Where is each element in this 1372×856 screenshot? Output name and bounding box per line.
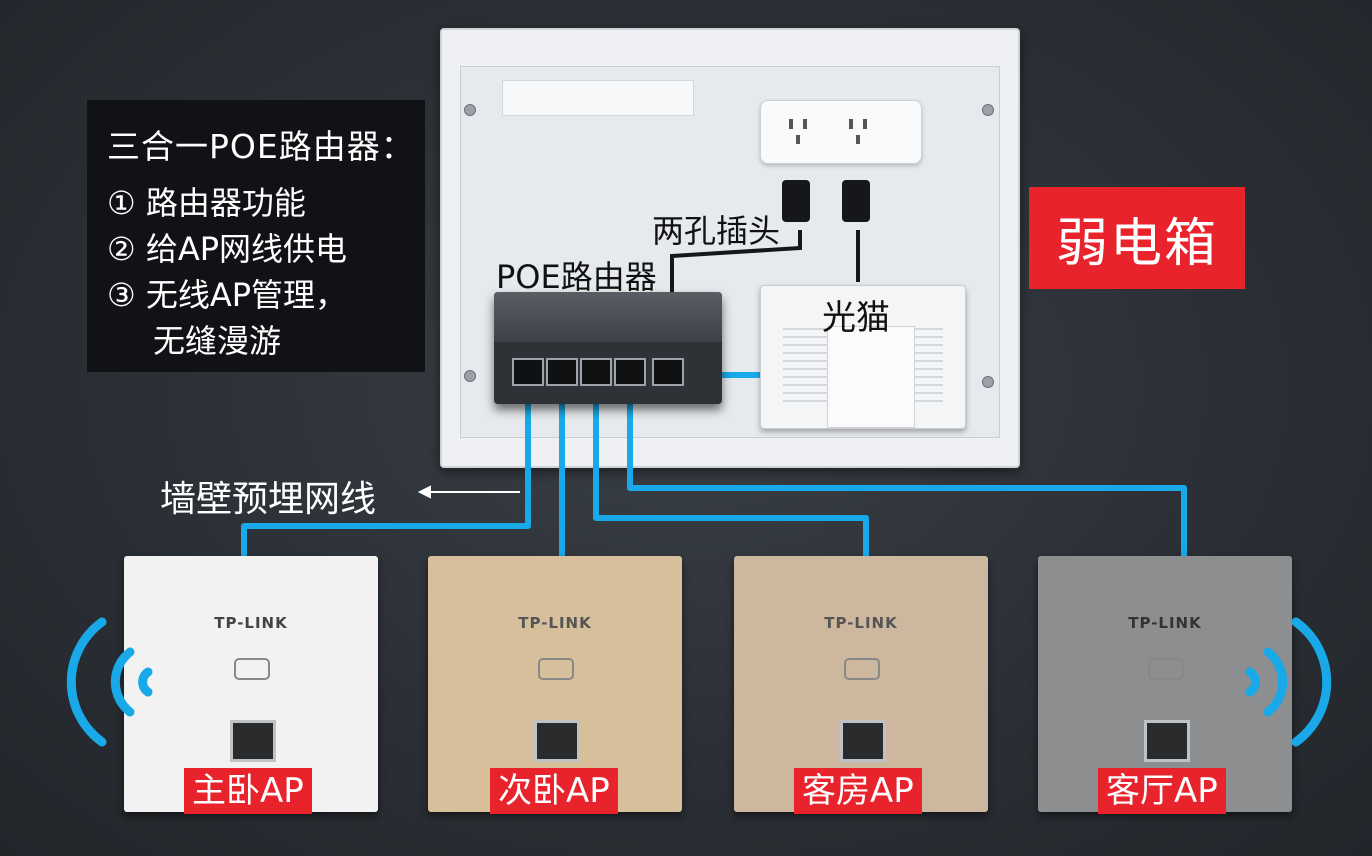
router-top — [494, 292, 722, 342]
wall-cable-label: 墙壁预埋网线 — [160, 479, 377, 520]
lan-port — [580, 358, 612, 386]
screw-icon — [464, 370, 476, 382]
cable-guest-room — [593, 376, 869, 558]
led-icon — [234, 658, 270, 680]
ap-label: 次卧AP — [490, 768, 618, 814]
plug-label: 两孔插头 — [652, 212, 781, 250]
feature-item-2: ② 给AP网线供电 — [107, 230, 348, 268]
ap-label: 主卧AP — [184, 768, 312, 814]
weak-box-label: 弱电箱 — [1029, 187, 1245, 289]
ethernet-port-icon — [840, 720, 886, 762]
ap-guest-room: TP-LINK 客房AP — [734, 556, 988, 814]
feature-item-1: ① 路由器功能 — [107, 184, 306, 222]
socket-icon — [849, 119, 867, 144]
feature-item-3-cont: 无缝漫游 — [153, 322, 282, 360]
leader-arrow-icon — [417, 485, 520, 499]
ap-living-room: TP-LINK 客厅AP — [1038, 556, 1292, 814]
plug-icon — [782, 180, 810, 222]
screw-icon — [464, 104, 476, 116]
ap-label: 客房AP — [794, 768, 922, 814]
wan-port — [652, 358, 684, 386]
feature-panel: 三合一POE路由器： ① 路由器功能 ② 给AP网线供电 ③ 无线AP管理， 无… — [87, 100, 425, 372]
brand-logo: TP-LINK — [518, 614, 592, 632]
modem-plate — [827, 326, 915, 428]
power-cords — [670, 230, 860, 294]
lan-port — [614, 358, 646, 386]
plug-icon — [842, 180, 870, 222]
poe-router — [494, 292, 722, 404]
brand-logo: TP-LINK — [824, 614, 898, 632]
screw-icon — [982, 376, 994, 388]
screw-icon — [982, 104, 994, 116]
ethernet-port-icon — [534, 720, 580, 762]
optical-modem — [760, 285, 966, 429]
router-label: POE路由器 — [496, 258, 657, 296]
brand-logo: TP-LINK — [214, 614, 288, 632]
led-icon — [538, 658, 574, 680]
led-icon — [844, 658, 880, 680]
ap-second-bedroom: TP-LINK 次卧AP — [428, 556, 682, 814]
socket-icon — [789, 119, 807, 144]
feature-title: 三合一POE路由器： — [107, 127, 415, 166]
feature-item-3: ③ 无线AP管理， — [107, 276, 348, 314]
wifi-signal-icon — [1245, 617, 1332, 747]
cable-master-bedroom — [241, 376, 531, 560]
cable-living-room — [627, 376, 1187, 558]
ap-label: 客厅AP — [1098, 768, 1226, 814]
network-cables — [241, 372, 1187, 560]
ap-master-bedroom: TP-LINK 主卧AP — [124, 556, 378, 814]
lan-port — [546, 358, 578, 386]
cabinet-rail — [502, 80, 694, 116]
lan-port — [512, 358, 544, 386]
power-strip — [760, 100, 922, 164]
modem-label: 光猫 — [822, 298, 890, 338]
ethernet-port-icon — [1144, 720, 1190, 762]
ethernet-port-icon — [230, 720, 276, 762]
led-icon — [1148, 658, 1184, 680]
wifi-signal-icon — [66, 617, 153, 747]
brand-logo: TP-LINK — [1128, 614, 1202, 632]
